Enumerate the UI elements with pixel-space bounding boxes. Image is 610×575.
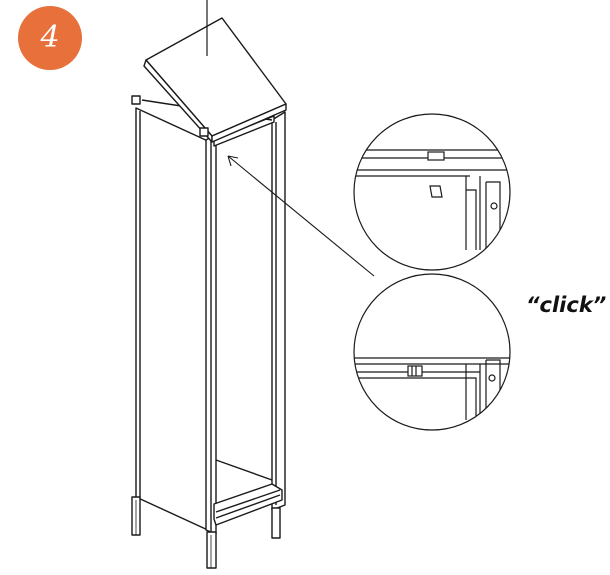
bracket-profile-after — [465, 359, 501, 420]
detail-before — [353, 113, 511, 271]
cabinet-back-right-post — [271, 111, 286, 511]
bracket-hole-after — [488, 374, 496, 382]
cabinet-leg-front — [206, 531, 217, 569]
lid-hinge-front — [199, 127, 209, 137]
loose-tab — [429, 185, 443, 198]
top-rail-notch — [427, 151, 445, 161]
step-badge: 4 — [18, 6, 82, 70]
bracket-hole — [490, 202, 498, 210]
cabinet — [131, 99, 286, 569]
click-sound-label: “click” — [526, 293, 607, 317]
cabinet-leg-right — [271, 507, 281, 539]
cabinet-bottom-shelf-edge2 — [215, 494, 281, 519]
cabinet-floor-line — [215, 459, 273, 481]
lid-hinge-left — [131, 95, 141, 105]
cabinet-left-panel — [135, 107, 211, 532]
lid-side-lip — [211, 103, 287, 143]
engaged-tab — [407, 365, 423, 377]
cabinet-lid — [131, 17, 287, 143]
detail-arrow — [227, 155, 375, 277]
bracket-profile — [465, 176, 501, 250]
cabinet-bottom-shelf-edge — [215, 489, 281, 513]
detail-after — [353, 273, 511, 431]
step-number: 4 — [40, 20, 60, 55]
cabinet-bottom-shelf — [213, 483, 283, 526]
